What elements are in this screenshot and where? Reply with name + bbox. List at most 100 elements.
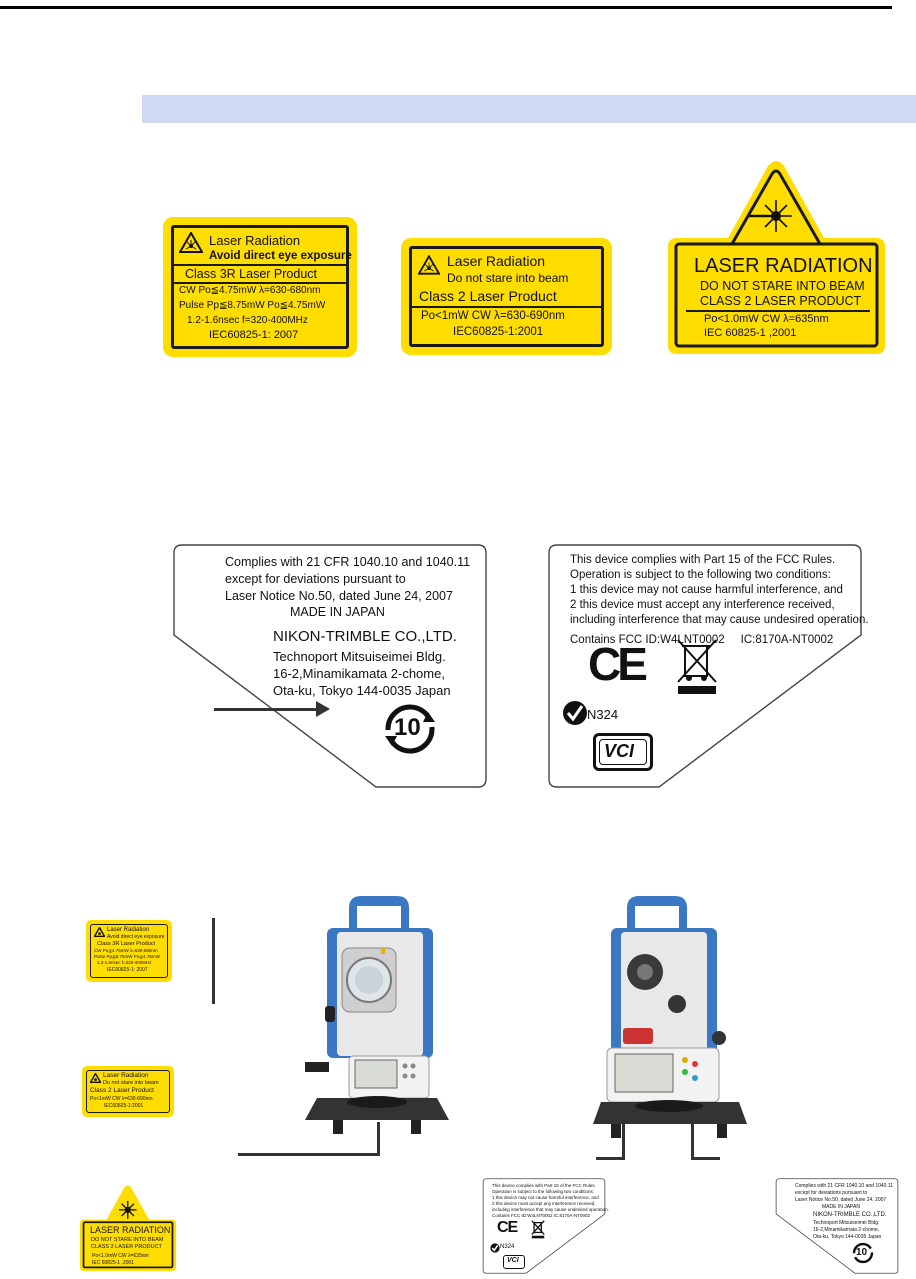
company-address: 16-2,Minamikamata 2-chome, [273, 666, 445, 681]
label-spec: Po<1mW CW λ=630-690nm [421, 310, 565, 322]
separator [174, 282, 346, 284]
eco-10-icon [385, 704, 435, 754]
thumb-crossed-bin-icon [531, 1220, 545, 1239]
thumb-company-address: Ota-ku, Tokyo 144-0035 Japan [813, 1234, 882, 1240]
pointer-line [238, 1153, 380, 1156]
thumb-company-address: Technoport Mitsuiseimei Bldg. [813, 1220, 880, 1226]
thumb-c-tick-icon [490, 1243, 500, 1253]
laser-warning-icon [748, 200, 792, 232]
pointer-line [214, 708, 320, 711]
label-spec: Po<1.0mW CW λ=635nm [704, 313, 829, 325]
crossed-bin-icon [677, 639, 717, 694]
thumb-class: Class 2 Laser Product [90, 1087, 154, 1094]
fcc-line: Operation is subject to the following tw… [570, 569, 831, 581]
thumb-eco-10-label: 10 [856, 1247, 868, 1258]
label-pulse-spec: Pulse Pp≦8.75mW Po≦4.75mW [179, 300, 326, 311]
thumb-standard: IEC60825-1:2001 [104, 1103, 144, 1109]
pointer-line [212, 918, 215, 1004]
label-class: Class 2 Laser Product [419, 288, 557, 304]
separator [174, 264, 346, 266]
compliance-line: Complies with 21 CFR 1040.10 and 1040.11 [225, 555, 471, 569]
thumb-compliance-line: MADE IN JAPAN [822, 1204, 860, 1210]
top-rule [0, 6, 892, 9]
thumb-fcc-line: 2 this device must accept any interferen… [492, 1201, 596, 1206]
label-warning-text: Avoid direct eye exposure [209, 250, 352, 262]
company-name: NIKON-TRIMBLE CO.,LTD. [273, 628, 457, 645]
pointer-arrowhead [316, 701, 330, 717]
eco-10-label: 10 [394, 714, 421, 741]
thumb-compliance-line: Complies with 21 CFR 1040.10 and 1040.11 [795, 1183, 894, 1189]
laser-warning-icon [179, 232, 203, 253]
fcc-line: 1 this device may not cause harmful inte… [570, 584, 843, 596]
separator [686, 310, 870, 312]
thumb-spec: CW Po≦4.75mW λ=630-680nm [94, 948, 158, 953]
laser-label-class-3r: Laser Radiation Avoid direct eye exposur… [163, 217, 357, 357]
thumb-fcc-label-shape [482, 1178, 606, 1274]
thumb-ce-mark: CE [497, 1219, 518, 1236]
vci-text: VCI [604, 741, 635, 761]
laser-warning-icon [90, 1073, 101, 1083]
section-header-bar [142, 95, 916, 123]
thumb-title: Laser Radiation [103, 1072, 149, 1079]
separator [412, 306, 601, 308]
compliance-line: except for deviations pursuant to [225, 572, 406, 586]
thumb-fcc-line: This device complies with Part 15 of the… [492, 1183, 596, 1188]
fcc-line: This device complies with Part 15 of the… [570, 554, 836, 566]
label-title: Laser Radiation [447, 253, 546, 269]
laser-warning-icon [418, 255, 440, 275]
thumb-class: CLASS 2 LASER PRODUCT [91, 1244, 162, 1250]
thumb-fcc-line: Operation is subject to the following tw… [492, 1189, 595, 1194]
thumb-company-name: NIKON-TRIMBLE CO.,LTD. [813, 1212, 887, 1218]
thumb-standard: IEC60825-1: 2007 [107, 967, 148, 973]
thumb-spec: Po<1.0mW CW λ=635nm [92, 1253, 149, 1259]
pointer-line [691, 1122, 694, 1160]
fcc-line: 2 this device must accept any interferen… [570, 599, 835, 611]
compliance-label-shape [173, 544, 487, 788]
thumb-label-class-3r: Laser Radiation Avoid direct eye exposur… [86, 920, 172, 982]
label-standard: IEC60825-1:2001 [453, 326, 544, 338]
thumb-spec: Po<1mW CW λ=630-690nm [90, 1096, 153, 1102]
compliance-line: Laser Notice No.50, dated June 24, 2007 [225, 589, 453, 603]
thumb-warning: DO NOT STARE INTO BEAM [91, 1237, 164, 1243]
thumb-compliance-label-shape [775, 1178, 899, 1274]
label-title: LASER RADIATION [694, 255, 873, 277]
thumb-vci-icon [503, 1255, 525, 1269]
laser-label-class-2: Laser Radiation Do not stare into beam C… [401, 238, 612, 355]
thumb-standard: IEC 60825-1 ,2001 [92, 1260, 134, 1266]
thumb-warning: Avoid direct eye exposure [107, 934, 165, 940]
compliance-line: MADE IN JAPAN [290, 605, 385, 619]
thumb-title: LASER RADIATION [90, 1225, 171, 1235]
pointer-line [622, 1122, 625, 1160]
company-address: Technoport Mitsuiseimei Bldg. [273, 649, 446, 664]
thumb-title: Laser Radiation [107, 927, 150, 933]
c-tick-icon [563, 701, 587, 725]
label-title: Laser Radiation [209, 233, 301, 248]
fcc-label-shape [548, 544, 862, 788]
fcc-ids: Contains FCC ID:W4LNT0002 IC:8170A-NT000… [570, 634, 834, 646]
label-class: Class 3R Laser Product [185, 267, 318, 281]
thumb-class: Class 3R Laser Product [97, 941, 156, 947]
label-warning-text: Do not stare into beam [447, 271, 569, 285]
thumb-company-address: 16-2,Minamikamata 2-chome, [813, 1227, 880, 1233]
vci-icon [593, 733, 653, 771]
pointer-line [691, 1157, 720, 1160]
thumb-fcc-line: including interference that may cause un… [492, 1207, 609, 1212]
label-standard: IEC60825-1: 2007 [209, 329, 299, 341]
thumb-vci-text: VCI [507, 1257, 519, 1264]
thumb-compliance-line: except for deviations pursuant to [795, 1190, 868, 1196]
thumb-warning: Do not stare into beam [103, 1080, 159, 1086]
thumb-spec: Pulse Pp≦8.75mW Po≦4.75mW [94, 954, 160, 959]
instrument-front-photo [297, 888, 459, 1144]
total-station-front [297, 888, 459, 1144]
company-address: Ota-ku, Tokyo 144-0035 Japan [273, 683, 451, 698]
c-tick-number: N324 [587, 707, 619, 722]
thumb-compliance-line: Laser Notice No.50, dated June 24, 2007 [795, 1197, 887, 1203]
fcc-line: including interference that may cause un… [570, 614, 869, 626]
total-station-back [589, 888, 751, 1144]
thumb-label-class-2-large [80, 1185, 176, 1271]
thumb-fcc-line: 1 this device may not cause harmful inte… [492, 1195, 599, 1200]
thumb-spec: 1.2-1.6nsec f=320-400MHz [97, 960, 152, 965]
thumb-label-class-2: Laser Radiation Do not stare into beam C… [82, 1066, 174, 1117]
label-timing-spec: 1.2-1.6nsec f=320-400MHz [187, 315, 308, 326]
thumb-c-tick-number: N324 [500, 1244, 515, 1250]
